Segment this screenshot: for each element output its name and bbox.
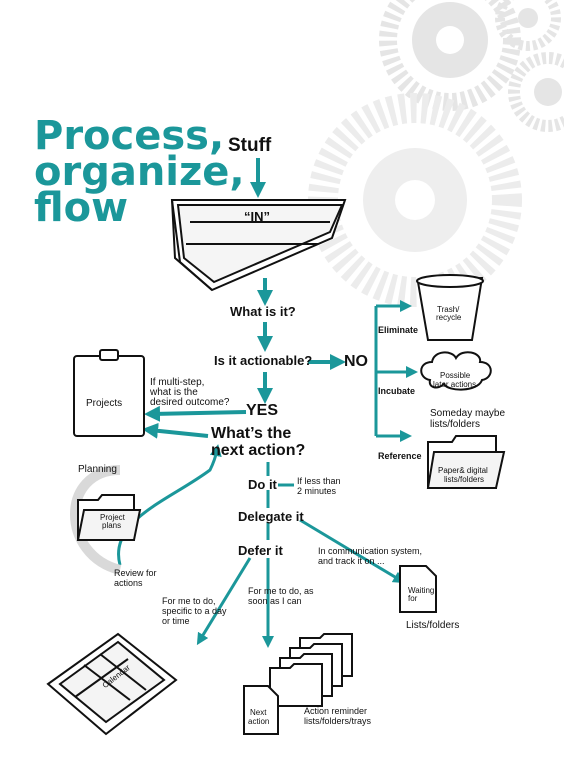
- next-action-doc-label-line-2: action: [248, 717, 270, 726]
- action-reminder-label-line-2: lists/folders/trays: [304, 716, 372, 726]
- projects-question-line-3: desired outcome?: [150, 397, 230, 408]
- action-reminder-label-line-1: Action reminder: [304, 706, 368, 716]
- page-title-line-1: Process,: [34, 113, 225, 159]
- do-it-label: Do it: [248, 477, 277, 492]
- trash-label-line-1: Trash/: [437, 305, 460, 314]
- incubate-label: Incubate: [378, 386, 416, 396]
- communication-label-line-1: In communication system,: [318, 546, 423, 556]
- project-plans-label-line-2: plans: [102, 521, 122, 530]
- someday-label-line-2: lists/folders: [430, 419, 481, 430]
- waiting-for-label-line-1: Waiting: [408, 586, 435, 595]
- communication-label-line-2: and track it on ...: [318, 556, 385, 566]
- page-title-line-2: organize,: [34, 149, 245, 195]
- projects-question-line-2: what is the: [150, 387, 198, 398]
- defer-it-label: Defer it: [238, 543, 283, 558]
- review-label-line-2: actions: [114, 578, 143, 588]
- project-plans-folder-icon: [76, 494, 142, 541]
- next-action-label-line-2: next action?: [211, 442, 306, 459]
- action-reminder-folders-icon: [243, 633, 353, 735]
- in-tray-icon: [170, 199, 347, 292]
- stuff-label: Stuff: [228, 135, 272, 156]
- day-specific-label-line-1: For me to do,: [162, 596, 216, 606]
- planning-label: Planning: [78, 464, 117, 475]
- less-than-label-line-1: If less than: [297, 476, 341, 486]
- planning-loop: [70, 465, 122, 575]
- day-specific-label-line-2: specific to a day: [162, 606, 227, 616]
- reference-label: Reference: [378, 451, 422, 461]
- is-actionable-label: Is it actionable?: [214, 353, 313, 368]
- project-plans-label-line-1: Project: [100, 513, 125, 522]
- projects-clipboard-icon: [73, 349, 145, 437]
- next-action-doc-label-line-1: Next: [250, 708, 267, 717]
- next-action-label-line-1: What’s the: [211, 425, 292, 442]
- delegate-it-label: Delegate it: [238, 509, 304, 524]
- review-label-line-1: Review for: [114, 568, 157, 578]
- trash-icon: [416, 274, 484, 341]
- waiting-for-document-icon: [399, 565, 437, 613]
- in-tray-label: “IN”: [244, 209, 270, 224]
- possible-label-line-1: Possible: [440, 371, 471, 380]
- trash-label-line-2: recycle: [436, 313, 462, 322]
- calendar-icon: [46, 632, 178, 736]
- cloud-icon: [420, 351, 492, 391]
- day-specific-label-line-3: or time: [162, 616, 190, 626]
- waiting-for-label-line-2: for: [408, 594, 418, 603]
- less-than-label-line-2: 2 minutes: [297, 486, 337, 496]
- reference-folder-label-line-2: lists/folders: [444, 475, 485, 484]
- reference-folder-icon: [426, 435, 506, 489]
- no-label: NO: [344, 353, 368, 370]
- page-title-line-3: flow: [34, 185, 129, 231]
- yes-label: YES: [246, 402, 279, 419]
- asap-label-line-1: For me to do, as: [248, 586, 314, 596]
- waiting-lists-folders-label: Lists/folders: [406, 620, 460, 631]
- possible-label-line-2: later actions: [433, 380, 477, 389]
- what-is-it-label: What is it?: [230, 304, 296, 319]
- asap-label-line-2: soon as I can: [248, 596, 302, 606]
- projects-question-line-1: If multi-step,: [150, 377, 205, 388]
- gear-decoration: [308, 0, 564, 307]
- someday-label-line-1: Someday maybe: [430, 408, 506, 419]
- projects-label: Projects: [86, 398, 123, 409]
- eliminate-label: Eliminate: [378, 325, 419, 335]
- reference-folder-label-line-1: Paper& digital: [438, 466, 488, 475]
